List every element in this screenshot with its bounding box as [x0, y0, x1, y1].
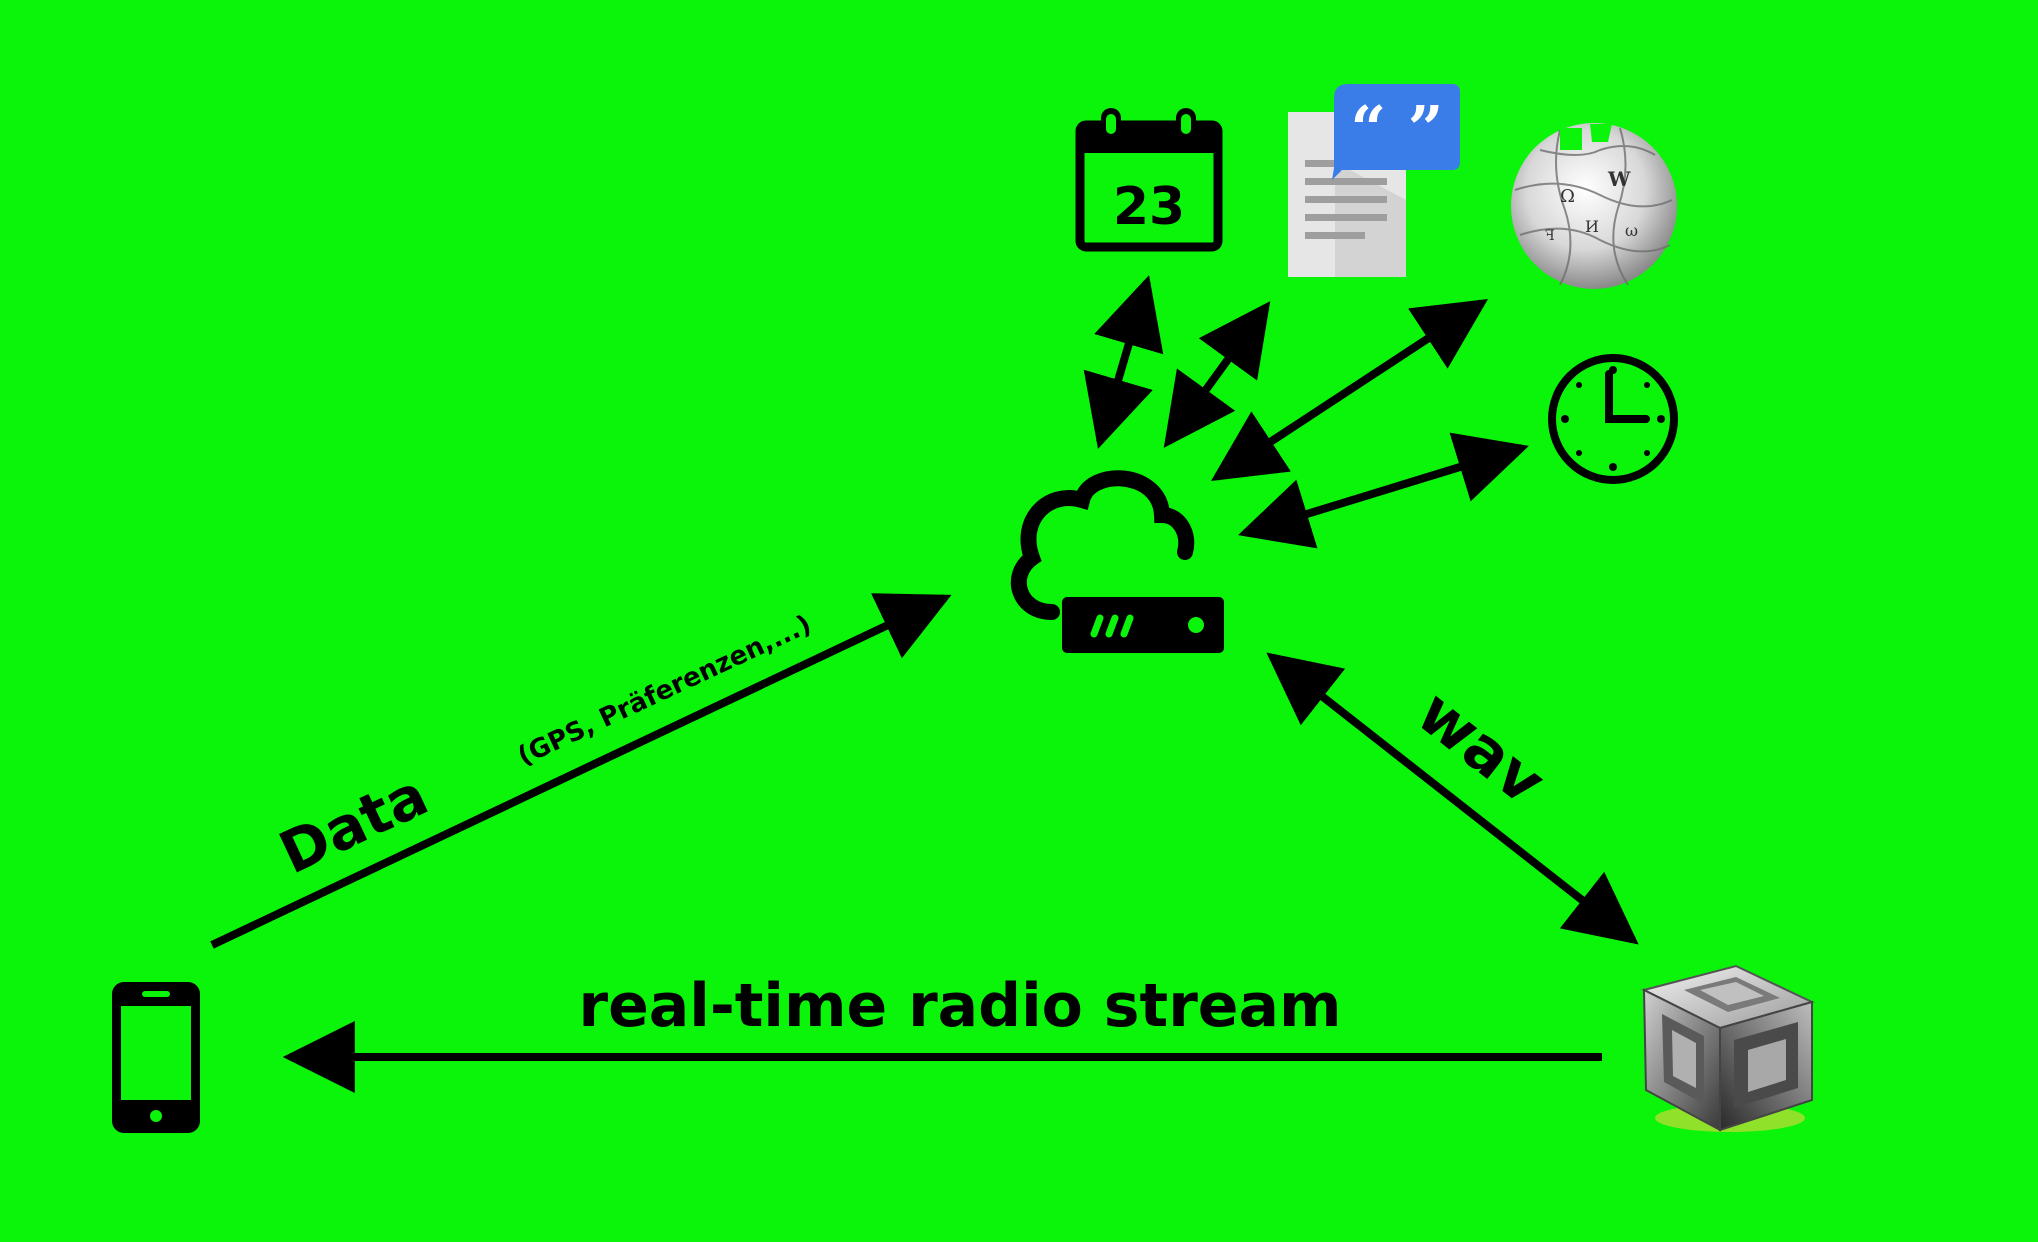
calendar-icon: 23: [1075, 108, 1223, 252]
data-note-label: (GPS, Präferenzen,...): [513, 610, 816, 772]
arrow-server-wikipedia: [1210, 299, 1489, 481]
data-label: Data: [269, 760, 437, 887]
clock-icon: [1548, 354, 1678, 484]
quote-glyph: “ ”: [1351, 92, 1444, 165]
stream-label: real-time radio stream: [579, 971, 1342, 1041]
cloud-server-icon: [1010, 470, 1224, 653]
google-docs-icon: “ ”: [1288, 84, 1460, 277]
arrow-server-clock: [1238, 432, 1529, 549]
calendar-day: 23: [1113, 177, 1185, 237]
arrows: [210, 275, 1639, 1093]
arrow-phone-to-server: [210, 593, 952, 949]
arrow-server-cube: [1266, 652, 1639, 945]
wiki-glyph-a: И: [1585, 217, 1599, 236]
arrow-server-docs: [1163, 301, 1271, 448]
arrow-server-calendar: [1083, 275, 1164, 449]
wiki-w: W: [1607, 167, 1631, 191]
smartphone-icon: [112, 982, 200, 1133]
cube-icon: [1641, 964, 1815, 1132]
wiki-glyph-b: ω: [1625, 221, 1638, 240]
wikipedia-globe-icon: Ω W И ω ꟻ: [1511, 123, 1677, 289]
wav-label: wav: [1404, 675, 1559, 818]
wiki-omega: Ω: [1560, 186, 1575, 207]
wiki-glyph-c: ꟻ: [1545, 228, 1555, 244]
